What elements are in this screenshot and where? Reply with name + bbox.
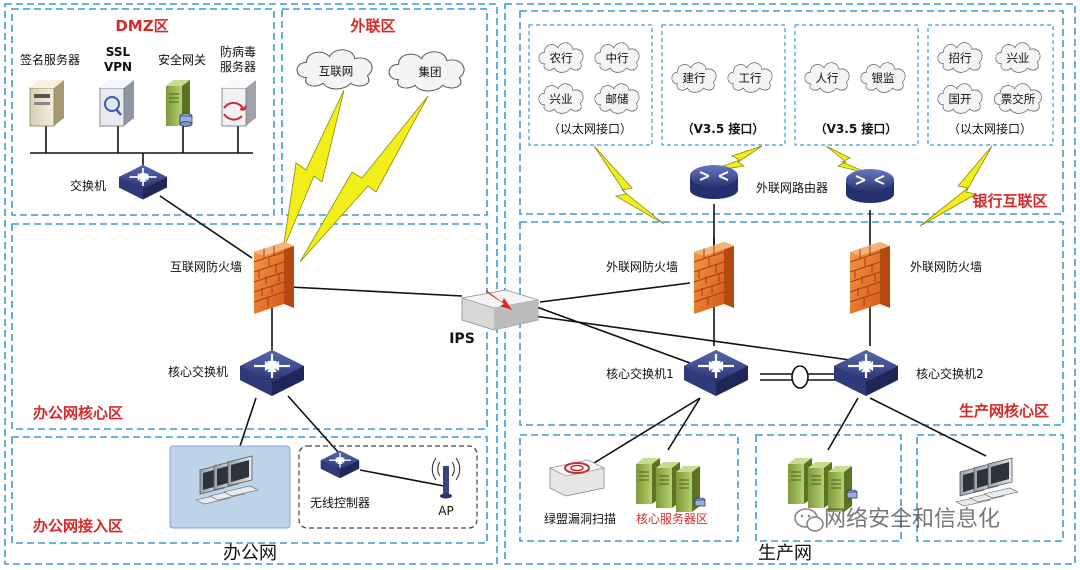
wireless-group-frame bbox=[298, 445, 478, 529]
prod-pc-icon bbox=[955, 457, 1019, 507]
security-gateway-label: 安全网关 bbox=[158, 52, 206, 67]
zone-label-external: 外联区 bbox=[349, 17, 395, 35]
bank-interface-label: （V3.5 接口） bbox=[815, 121, 898, 136]
office-workstations-panel bbox=[169, 445, 291, 529]
scan-access-frame bbox=[519, 434, 739, 542]
pc-access-frame bbox=[916, 434, 1064, 542]
access-point-label: AP bbox=[438, 504, 453, 518]
ext-firewall-right-label: 外联网防火墙 bbox=[910, 259, 982, 274]
core-switch-2-icon bbox=[832, 348, 900, 398]
bank-name: 兴业 bbox=[1007, 51, 1030, 65]
zone-label-office-core: 办公网核心区 bbox=[33, 404, 123, 422]
ssl-vpn-label-line1: SSL bbox=[106, 45, 131, 59]
ips-icon bbox=[461, 289, 539, 331]
bank-name: 国开 bbox=[949, 92, 972, 106]
bank-group-2: 建行 工行 （V3.5 接口） bbox=[671, 62, 773, 136]
stacking-link-ring bbox=[791, 365, 809, 389]
bank-subframes bbox=[528, 24, 1054, 146]
sign-server-icon bbox=[29, 80, 64, 127]
bank-group-3: 人行 银监 （V3.5 接口） bbox=[804, 62, 906, 136]
ext-firewall-left-label: 外联网防火墙 bbox=[606, 259, 678, 274]
office-network-label: 办公网 bbox=[223, 543, 277, 564]
bank-name: 票交所 bbox=[1001, 92, 1036, 106]
bank-name: 中行 bbox=[606, 51, 629, 65]
production-network-label: 生产网 bbox=[758, 543, 812, 564]
external-zone-frame bbox=[281, 8, 488, 216]
ext-router-label: 外联网路由器 bbox=[756, 180, 828, 195]
av-server-label-line1: 防病毒 bbox=[220, 44, 256, 59]
server-access-frame bbox=[755, 434, 902, 542]
core-servers-icon bbox=[635, 457, 706, 513]
prod-core-zone-frame bbox=[519, 221, 1064, 426]
bank-name: 邮储 bbox=[606, 92, 629, 106]
access-point-icon bbox=[431, 457, 461, 499]
bank-name: 工行 bbox=[739, 71, 762, 85]
wireless-controller-label: 无线控制器 bbox=[310, 496, 370, 510]
zone-label-office-access: 办公网接入区 bbox=[33, 517, 123, 535]
zone-label-prod-core: 生产网核心区 bbox=[959, 402, 1049, 420]
watermark: 网络安全和信息化 bbox=[794, 507, 1000, 532]
office-access-zone-frame bbox=[11, 436, 488, 544]
office-core-switch-label: 核心交换机 bbox=[168, 364, 228, 379]
prod-servers-icon bbox=[787, 457, 858, 513]
wechat-icon bbox=[794, 508, 824, 532]
ssl-vpn-icon bbox=[99, 80, 134, 127]
core-switch-2-label: 核心交换机2 bbox=[916, 366, 984, 381]
bank-zone-frame bbox=[519, 10, 1064, 215]
zone-label-dmz: DMZ区 bbox=[115, 17, 168, 35]
core-server-zone-label: 核心服务器区 bbox=[636, 511, 708, 526]
internet-firewall-icon bbox=[253, 241, 295, 315]
office-core-zone-frame bbox=[11, 223, 488, 430]
dmz-switch-label: 交换机 bbox=[70, 178, 106, 193]
vuln-scanner-icon bbox=[548, 459, 606, 497]
bank-name: 银监 bbox=[872, 71, 895, 85]
vuln-scan-label: 绿盟漏洞扫描 bbox=[544, 511, 616, 526]
wireless-links bbox=[282, 89, 993, 263]
internet-firewall-label: 互联网防火墙 bbox=[170, 259, 242, 274]
bank-name: 农行 bbox=[550, 51, 573, 65]
av-server-label-line2: 服务器 bbox=[220, 59, 256, 74]
watermark-text: 网络安全和信息化 bbox=[824, 507, 1000, 532]
bank-interface-label: （以太网接口） bbox=[948, 121, 1032, 136]
internet-cloud-label: 互联网 bbox=[319, 64, 354, 78]
bank-name: 兴业 bbox=[550, 92, 573, 106]
ips-label: IPS bbox=[449, 331, 475, 347]
bank-name: 人行 bbox=[816, 71, 839, 85]
router-icon-left bbox=[689, 164, 739, 200]
antivirus-server-icon bbox=[221, 80, 256, 127]
bank-interface-label: （以太网接口） bbox=[548, 121, 632, 136]
group-cloud-label: 集团 bbox=[419, 65, 442, 79]
production-network-frame bbox=[504, 3, 1076, 565]
bank-group-4: 招行 兴业 国开 票交所 （以太网接口） bbox=[937, 42, 1042, 136]
bank-name: 建行 bbox=[683, 71, 706, 85]
ssl-vpn-label-line2: VPN bbox=[104, 60, 132, 74]
zone-label-bank: 银行互联区 bbox=[972, 192, 1047, 210]
router-icon-right bbox=[845, 168, 895, 204]
office-core-switch-icon bbox=[238, 348, 306, 398]
dmz-zone-frame bbox=[11, 8, 275, 216]
ext-firewall-right-icon bbox=[849, 241, 891, 315]
core-switch-1-label: 核心交换机1 bbox=[606, 366, 674, 381]
core-switch-1-icon bbox=[682, 348, 750, 398]
bank-interface-label: （V3.5 接口） bbox=[682, 121, 765, 136]
office-network-frame bbox=[4, 3, 498, 565]
dmz-switch-icon bbox=[118, 164, 168, 201]
bank-name: 招行 bbox=[949, 51, 972, 65]
security-gateway-icon bbox=[165, 79, 193, 127]
ext-firewall-left-icon bbox=[693, 241, 735, 315]
zone-frames bbox=[4, 3, 1076, 565]
sign-server-label: 签名服务器 bbox=[20, 52, 80, 67]
wireless-controller-icon bbox=[320, 449, 360, 479]
bank-group-1: 农行 中行 兴业 邮储 （以太网接口） bbox=[538, 42, 640, 136]
